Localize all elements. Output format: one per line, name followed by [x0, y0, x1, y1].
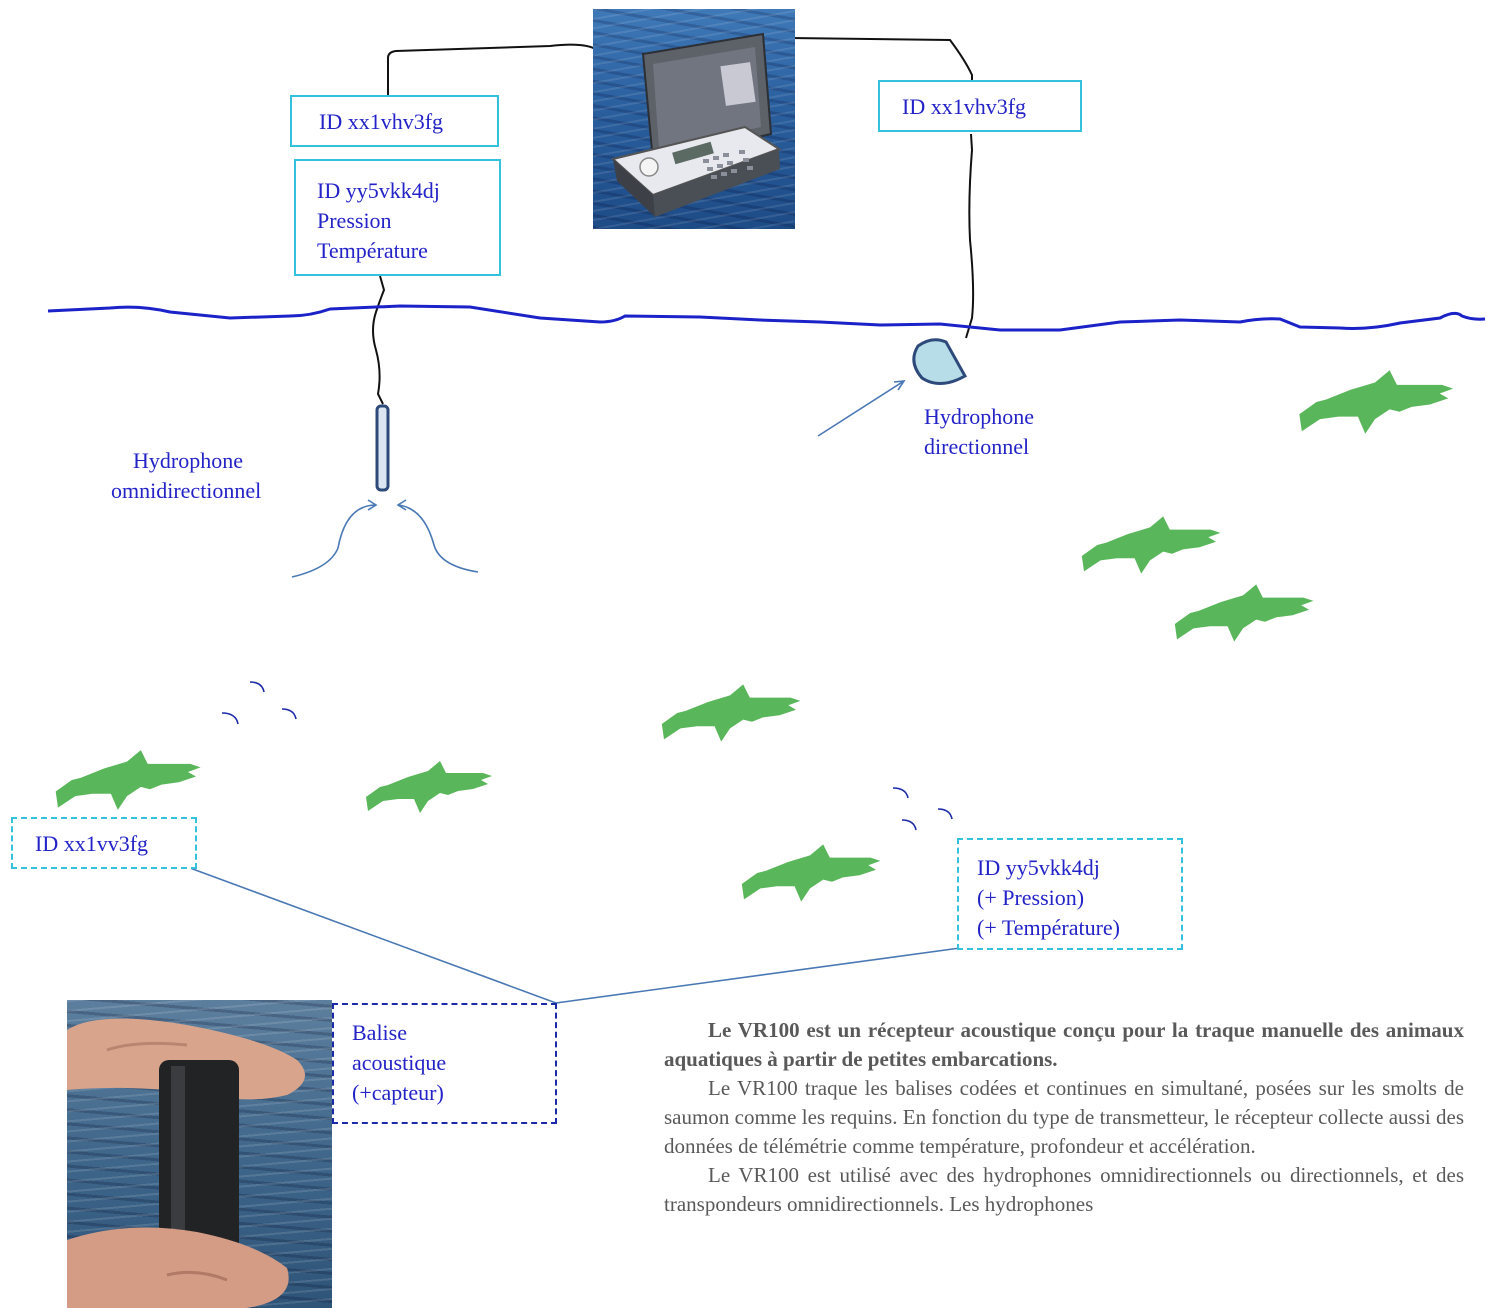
signal-arcs-icon	[221, 712, 239, 725]
signal-arcs-icon	[937, 808, 953, 820]
fish-icon	[741, 844, 881, 902]
omni-signal-left	[291, 504, 377, 578]
tag-photo	[67, 1000, 332, 1308]
fish-icon	[1174, 584, 1314, 642]
description-paragraph-2: Le VR100 est utilisé avec des hydrophone…	[664, 1163, 1464, 1216]
connector-tag-b	[555, 947, 961, 1004]
tag-b-id-box: ID yy5vkk4dj (+ Pression) (+ Température…	[957, 838, 1183, 950]
balise-title: Balise	[352, 1020, 407, 1045]
description-text: Le VR100 est un récepteur acoustique con…	[664, 1016, 1464, 1219]
tag-a-id: ID xx1vv3fg	[35, 831, 149, 856]
receiver-id-right: ID xx1vhv3fg	[902, 94, 1027, 119]
sensor-temperature: Température	[317, 238, 428, 263]
directional-arrowhead	[893, 380, 906, 391]
balise-box: Balise acoustique (+capteur)	[332, 1003, 557, 1124]
tag-b-id: ID yy5vkk4dj	[977, 855, 1100, 880]
balise-sensor: (+capteur)	[352, 1080, 444, 1105]
receiver-photo	[593, 9, 795, 229]
cable-right	[789, 37, 973, 90]
directional-arrow	[817, 380, 905, 437]
sensor-id-box: ID yy5vkk4dj Pression Température	[294, 159, 501, 276]
tag-a-id-box: ID xx1vv3fg	[11, 817, 197, 869]
description-lead: Le VR100 est un récepteur acoustique con…	[664, 1018, 1464, 1071]
balise-type: acoustique	[352, 1050, 447, 1075]
receiver-case-icon	[610, 32, 782, 217]
omni-signal-left-head	[367, 499, 378, 511]
water-surface-line	[47, 304, 1486, 332]
fish-icon	[1081, 516, 1221, 574]
tag-b-pressure: (+ Pression)	[977, 885, 1085, 910]
description-paragraph-1: Le VR100 traque les balises codées et co…	[664, 1076, 1464, 1158]
signal-arcs-icon	[281, 708, 297, 720]
receiver-id-right-box: ID xx1vhv3fg	[878, 80, 1082, 132]
signal-arcs-icon	[892, 787, 909, 799]
omni-signal-right	[397, 504, 479, 573]
directional-hydrophone-icon	[912, 338, 968, 385]
fish-icon	[661, 684, 801, 742]
sensor-pressure: Pression	[317, 208, 392, 233]
omni-signal-right-head	[396, 499, 407, 511]
directional-hydrophone-label: Hydrophone directionnel	[924, 404, 1034, 459]
cable-left	[387, 43, 598, 121]
fish-icon	[366, 761, 492, 813]
fingers-holding-tag-icon	[67, 1018, 305, 1308]
cable-left-lower	[372, 275, 386, 405]
connector-tag-a	[189, 867, 557, 1004]
omni-hydrophone-icon	[375, 404, 390, 492]
receiver-id-left: ID xx1vhv3fg	[319, 109, 444, 134]
receiver-id-left-box: ID xx1vhv3fg	[290, 95, 499, 147]
cable-right-lower	[965, 133, 975, 339]
fish-icon	[55, 750, 201, 810]
omni-hydrophone-label: Hydrophone omnidirectionnel	[111, 448, 262, 503]
sensor-id: ID yy5vkk4dj	[317, 178, 440, 203]
fish-icon	[1299, 370, 1454, 434]
signal-arcs-icon	[249, 681, 265, 693]
signal-arcs-icon	[901, 819, 917, 831]
tag-b-temperature: (+ Température)	[977, 915, 1120, 940]
